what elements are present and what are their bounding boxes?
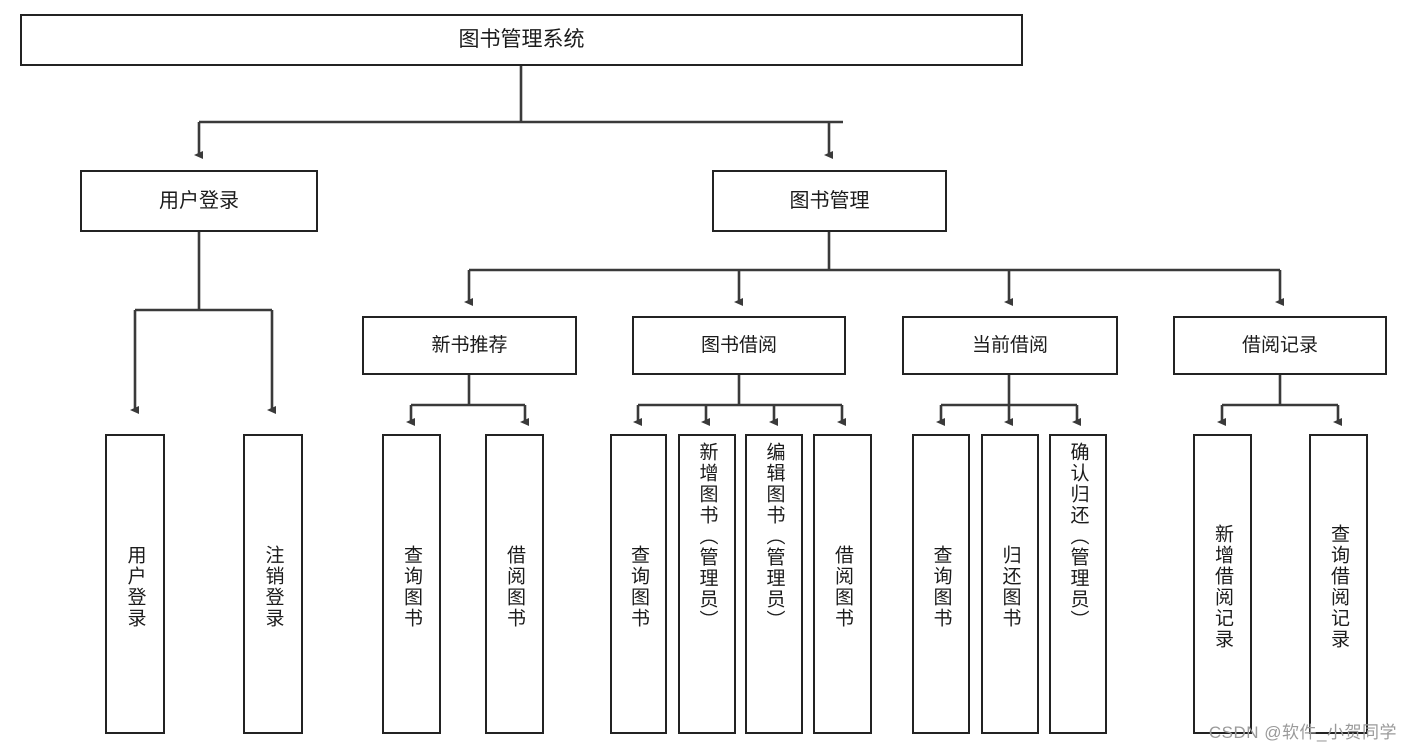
node-new-book-rec-label: 新书推荐 [431, 334, 508, 356]
node-leaf-return-book-label: 归还图书 [999, 545, 1021, 629]
node-leaf-borrow-book-2-label: 借阅图书 [832, 545, 853, 629]
node-leaf-query-book-1[interactable]: 查询图书 [382, 434, 441, 734]
node-leaf-query-book-3[interactable]: 查询图书 [912, 434, 970, 734]
node-leaf-confirm-return-label: 确认归还（管理员） [1067, 442, 1089, 631]
node-leaf-return-book[interactable]: 归还图书 [981, 434, 1039, 734]
node-leaf-confirm-return[interactable]: 确认归还（管理员） [1049, 434, 1107, 734]
node-new-book-rec[interactable]: 新书推荐 [362, 316, 577, 375]
node-leaf-logout-label: 注销登录 [262, 545, 284, 629]
node-leaf-edit-book[interactable]: 编辑图书（管理员） [745, 434, 803, 734]
node-leaf-borrow-book-2[interactable]: 借阅图书 [813, 434, 872, 734]
node-leaf-add-record-label: 新增借阅记录 [1212, 524, 1233, 650]
node-leaf-query-record[interactable]: 查询借阅记录 [1309, 434, 1368, 734]
node-leaf-logout[interactable]: 注销登录 [243, 434, 303, 734]
node-book-borrow-label: 图书借阅 [700, 334, 777, 356]
csdn-watermark: CSDN @软件_小贺同学 [1208, 723, 1397, 742]
node-root-label: 图书管理系统 [458, 28, 585, 52]
node-borrow-record-label: 借阅记录 [1241, 334, 1318, 356]
node-leaf-query-book-3-label: 查询图书 [930, 545, 952, 629]
node-leaf-edit-book-label: 编辑图书（管理员） [763, 442, 785, 631]
node-user-login-label: 用户登录 [159, 189, 239, 212]
node-leaf-user-login[interactable]: 用户登录 [105, 434, 165, 734]
node-borrow-record[interactable]: 借阅记录 [1173, 316, 1387, 375]
node-user-login[interactable]: 用户登录 [80, 170, 318, 232]
node-book-manage-label: 图书管理 [789, 189, 870, 212]
node-leaf-borrow-book-1-label: 借阅图书 [504, 545, 525, 629]
node-book-manage[interactable]: 图书管理 [712, 170, 947, 232]
node-leaf-add-record[interactable]: 新增借阅记录 [1193, 434, 1252, 734]
node-current-borrow-label: 当前借阅 [971, 334, 1048, 356]
node-root[interactable]: 图书管理系统 [20, 14, 1023, 66]
node-leaf-add-book[interactable]: 新增图书（管理员） [678, 434, 736, 734]
node-current-borrow[interactable]: 当前借阅 [902, 316, 1118, 375]
node-leaf-query-book-2-label: 查询图书 [628, 545, 649, 629]
node-leaf-query-book-2[interactable]: 查询图书 [610, 434, 667, 734]
node-leaf-query-record-label: 查询借阅记录 [1328, 524, 1349, 650]
node-book-borrow[interactable]: 图书借阅 [632, 316, 846, 375]
node-leaf-borrow-book-1[interactable]: 借阅图书 [485, 434, 544, 734]
node-leaf-user-login-label: 用户登录 [124, 545, 146, 629]
node-leaf-query-book-1-label: 查询图书 [401, 545, 422, 629]
node-leaf-add-book-label: 新增图书（管理员） [696, 442, 718, 631]
